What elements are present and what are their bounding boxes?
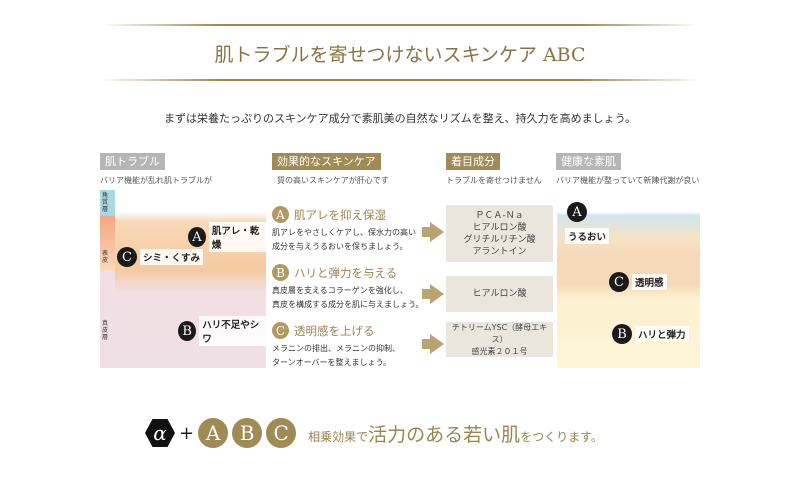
page-subtitle: まずは栄養たっぷりのスキンケア成分で素肌美の自然なリズムを整え、持久力を高めまし… xyxy=(163,112,636,125)
layer-label: 角質層 xyxy=(102,192,109,213)
ingredient: 感光素２０１号 xyxy=(471,346,528,356)
arrow-icon xyxy=(422,284,444,304)
care-item-c: C 透明感を上げる メラニンの排出、メラニンの抑制、ターンオーバーを整えましょう。 xyxy=(272,322,400,370)
column-caption: トラブルを寄せつけません xyxy=(446,176,542,185)
healthy-label: 透明感 xyxy=(632,274,667,290)
column-tag-healthy: 健康な素肌 xyxy=(556,153,621,170)
ingredient: グリチルリチン酸 xyxy=(463,234,536,245)
ingredient: ＰＣＡ-Ｎａ xyxy=(475,210,524,221)
care-text: ターンオーバーを整えましょう。 xyxy=(272,358,392,367)
care-title: ハリと弾力を与える xyxy=(294,265,398,280)
footer-slogan: α + A B C 相乗効果で活力のある若い肌をつくります。 xyxy=(145,418,603,448)
ingredient: アラントイン xyxy=(472,246,527,257)
top-divider xyxy=(100,24,700,26)
ingredient-box-c: チトリームYSC（酵母エキス） 感光素２０１号 xyxy=(446,322,553,357)
letter-badge: B xyxy=(612,324,632,344)
letter-badge: A xyxy=(188,227,206,247)
letter-badge: C xyxy=(609,272,629,292)
care-item-b: B ハリと弾力を与える 真皮層を支えるコラーゲンを強化し、真皮を構成する成分を肌に… xyxy=(272,264,424,312)
care-text: 成分を与えうるおいを保ちましょう。 xyxy=(272,242,408,251)
letter-badge: B xyxy=(272,264,289,281)
column-tag-ingredients: 着目成分 xyxy=(446,153,500,170)
plus-sign: + xyxy=(179,422,195,444)
healthy-label: うるおい xyxy=(565,228,610,244)
letter-badge: A xyxy=(272,206,289,223)
care-text: 真皮層を支えるコラーゲンを強化し、 xyxy=(272,286,408,295)
column-tag-trouble: 肌トラブル xyxy=(100,153,165,170)
healthy-label: ハリと弾力 xyxy=(635,326,689,342)
care-title: 肌アレを抑え保湿 xyxy=(294,207,386,222)
letter-badge: B xyxy=(232,418,263,448)
title-divider xyxy=(100,79,700,81)
column-tag-care: 効果的なスキンケア xyxy=(272,153,381,170)
care-text: 真皮を構成する成分を肌に与えましょう。 xyxy=(272,300,424,309)
care-text: メラニンの排出、メラニンの抑制、 xyxy=(272,344,400,353)
page-title: 肌トラブルを寄せつけないスキンケア ABC xyxy=(214,44,586,66)
trouble-label: 肌アレ・乾燥 xyxy=(208,222,266,252)
ingredient: ヒアルロン酸 xyxy=(472,222,527,233)
arrow-icon xyxy=(422,334,444,354)
ingredient: チトリームYSC（酵母エキス） xyxy=(451,322,548,344)
care-text: 肌アレをやさしくケアし、保水力の高い xyxy=(272,228,416,237)
care-title: 透明感を上げる xyxy=(294,323,375,338)
letter-badge: A xyxy=(567,202,587,222)
ingredient-box-b: ヒアルロン酸 xyxy=(446,276,553,312)
letter-badge: B xyxy=(178,321,197,341)
column-caption: バリア機能が乱れ肌トラブルが xyxy=(100,176,212,185)
layer-label: 表皮 xyxy=(102,250,109,264)
letter-badge: C xyxy=(117,247,137,267)
slogan-pre: 相乗効果で xyxy=(308,429,369,444)
trouble-label: シミ・くすみ xyxy=(140,249,204,265)
alpha-badge: α xyxy=(145,419,175,447)
column-caption: バリア機能が整っていて新陳代謝が良い xyxy=(556,176,700,185)
ingredient: ヒアルロン酸 xyxy=(472,289,527,299)
slogan-main: 活力のある若い肌 xyxy=(368,423,521,446)
trouble-label: ハリ不足やシワ xyxy=(199,316,266,346)
letter-badge: C xyxy=(272,322,289,339)
letter-badge: A xyxy=(198,418,229,448)
layer-label: 真皮層 xyxy=(102,320,109,341)
care-item-a: A 肌アレを抑え保湿 肌アレをやさしくケアし、保水力の高い成分を与えうるおいを保ち… xyxy=(272,206,416,254)
slogan-post: をつくります。 xyxy=(520,429,603,444)
arrow-icon xyxy=(422,222,444,242)
letter-badge: C xyxy=(266,418,297,448)
column-caption: 質の高いスキンケアが肝心です xyxy=(277,176,389,185)
